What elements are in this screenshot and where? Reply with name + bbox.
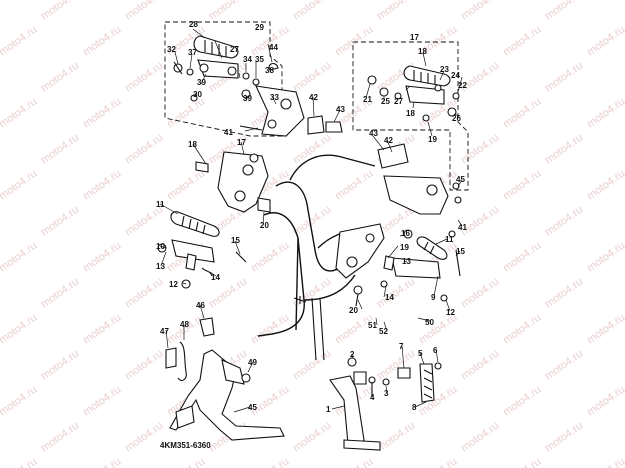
right-rear-footrest-assembly bbox=[367, 65, 462, 215]
callout-25: 21 bbox=[363, 95, 372, 104]
diagram-code: 4KM351-6360 bbox=[160, 441, 211, 450]
callout-22: 18 bbox=[406, 109, 415, 118]
callout-33: 28 bbox=[189, 20, 198, 29]
callout-44: 44 bbox=[269, 43, 278, 52]
callout-30: 27 bbox=[394, 97, 403, 106]
callout-23: 18 bbox=[418, 47, 427, 56]
callout-29: 25 bbox=[381, 97, 390, 106]
callout-1: 1 bbox=[326, 405, 331, 414]
callout-6: 6 bbox=[433, 346, 438, 355]
callout-42: 42 bbox=[309, 93, 318, 102]
callout-35: 32 bbox=[167, 45, 176, 54]
callout-20: 20 bbox=[260, 221, 269, 230]
callout-42: 42 bbox=[384, 136, 393, 145]
callout-5: 5 bbox=[418, 349, 423, 358]
callout-45: 45 bbox=[248, 403, 257, 412]
callout-27: 23 bbox=[440, 65, 449, 74]
callout-18: 19 bbox=[400, 243, 409, 252]
callout-14: 14 bbox=[385, 293, 394, 302]
callout-36: 33 bbox=[270, 93, 279, 102]
leader-lines bbox=[159, 28, 463, 413]
callout-19: 20 bbox=[349, 306, 358, 315]
callout-39: 39 bbox=[243, 94, 252, 103]
callout-40: 39 bbox=[197, 78, 206, 87]
callout-41: 41 bbox=[224, 128, 233, 137]
callout-14: 14 bbox=[211, 273, 220, 282]
callout-4: 4 bbox=[370, 393, 375, 402]
callout-15: 15 bbox=[456, 247, 465, 256]
callout-47: 47 bbox=[160, 327, 169, 336]
callout-15: 15 bbox=[231, 236, 240, 245]
callout-50: 50 bbox=[425, 318, 434, 327]
callout-38: 35 bbox=[255, 55, 264, 64]
assembly-box-21 bbox=[352, 41, 469, 191]
callout-32: 27 bbox=[230, 45, 239, 54]
callout-44: 45 bbox=[456, 175, 465, 184]
callout-7: 7 bbox=[399, 342, 404, 351]
callout-3: 3 bbox=[384, 389, 389, 398]
callout-18: 18 bbox=[188, 140, 197, 149]
callout-49: 49 bbox=[248, 358, 257, 367]
callout-10: 10 bbox=[156, 242, 165, 251]
callout-39: 37 bbox=[188, 48, 197, 57]
callout-17: 17 bbox=[237, 138, 246, 147]
right-footrest-bracket bbox=[335, 223, 461, 307]
left-footrest-bracket bbox=[195, 151, 271, 213]
callout-37: 34 bbox=[243, 55, 252, 64]
assembly-box-31 bbox=[164, 21, 283, 137]
callout-31: 29 bbox=[255, 23, 264, 32]
callout-51: 51 bbox=[368, 321, 377, 330]
callout-2: 2 bbox=[350, 350, 355, 359]
callout-29: 26 bbox=[452, 114, 461, 123]
callout-13: 13 bbox=[156, 262, 165, 271]
callout-34: 30 bbox=[193, 90, 202, 99]
callout-9: 9 bbox=[431, 293, 436, 302]
callout-13: 13 bbox=[402, 257, 411, 266]
side-stand-assembly bbox=[329, 357, 442, 451]
callout-11: 11 bbox=[156, 200, 165, 209]
callout-26: 22 bbox=[458, 81, 467, 90]
callout-24: 19 bbox=[428, 135, 437, 144]
callout-16: 16 bbox=[401, 229, 410, 238]
callout-46: 46 bbox=[196, 301, 205, 310]
callout-52: 52 bbox=[379, 327, 388, 336]
frame bbox=[257, 154, 376, 361]
callout-12: 12 bbox=[169, 280, 178, 289]
callout-labels: 28 29 44 27 32 37 34 35 38 39 30 39 33 4… bbox=[156, 20, 467, 450]
callout-21: 17 bbox=[410, 33, 419, 42]
callout-48: 48 bbox=[180, 320, 189, 329]
center-stand-assembly bbox=[165, 317, 285, 441]
callout-28: 24 bbox=[451, 71, 460, 80]
callout-43: 43 bbox=[369, 129, 378, 138]
callout-12: 12 bbox=[446, 308, 455, 317]
callout-8: 8 bbox=[412, 403, 417, 412]
left-front-footrest bbox=[157, 211, 247, 289]
callout-43: 43 bbox=[336, 105, 345, 114]
callout-41: 41 bbox=[458, 223, 467, 232]
callout-39: 38 bbox=[265, 66, 274, 75]
callout-11: 11 bbox=[445, 235, 454, 244]
